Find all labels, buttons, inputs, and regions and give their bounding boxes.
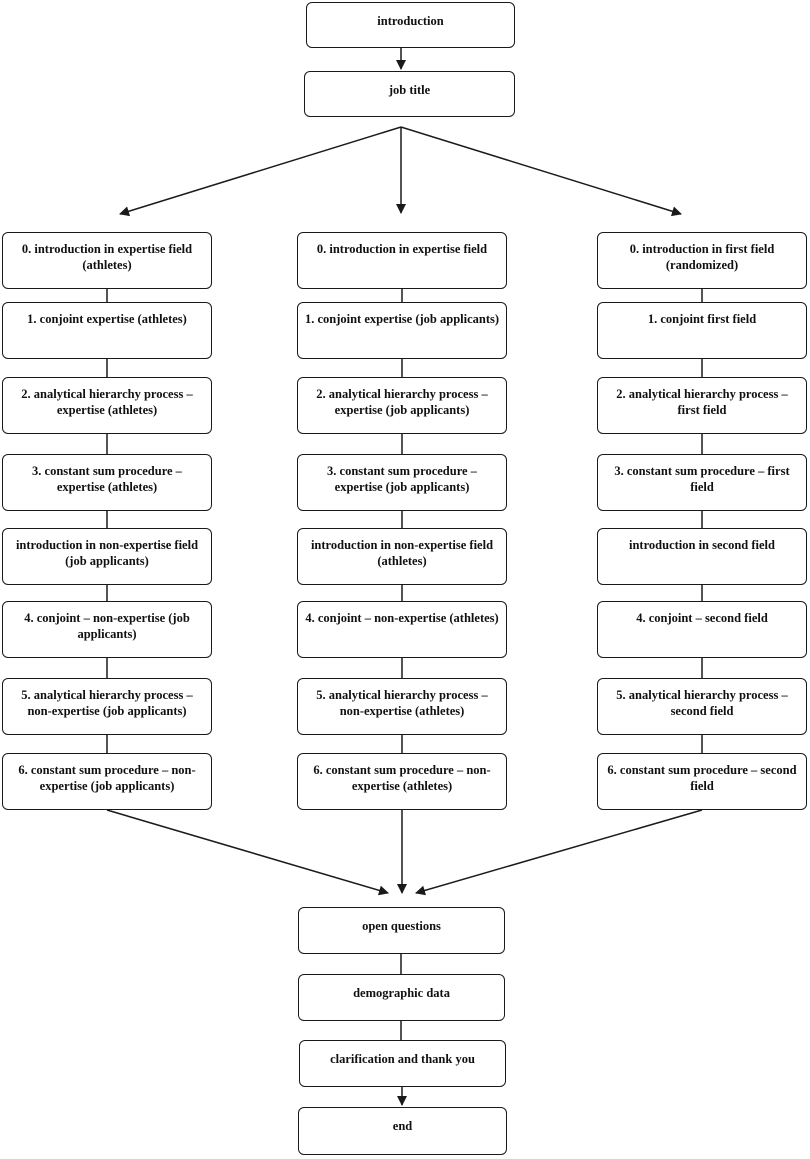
open-questions-box: open questions bbox=[298, 907, 505, 954]
col2-step-5-box: 4. conjoint – non-expertise (athletes) bbox=[297, 601, 507, 658]
col1-step-6-box: 5. analytical hierarchy process – non-ex… bbox=[2, 678, 212, 735]
clarification-box: clarification and thank you bbox=[299, 1040, 506, 1087]
col1-step-1-box: 1. conjoint expertise (athletes) bbox=[2, 302, 212, 359]
col3-step-1-box: 1. conjoint first field bbox=[597, 302, 807, 359]
col3-step-5-box: 4. conjoint – second field bbox=[597, 601, 807, 658]
arrow-25 bbox=[106, 809, 389, 896]
arrow-27 bbox=[415, 809, 703, 896]
col2-step-0-box: 0. introduction in expertise field bbox=[297, 232, 507, 289]
arrow-3 bbox=[400, 126, 682, 217]
col3-step-2-box: 2. analytical hierarchy process – first … bbox=[597, 377, 807, 434]
introduction-box: introduction bbox=[306, 2, 515, 48]
col1-step-3-box: 3. constant sum procedure – expertise (a… bbox=[2, 454, 212, 511]
col1-step-5-box: 4. conjoint – non-expertise (job applica… bbox=[2, 601, 212, 658]
col2-step-4-box: introduction in non-expertise field (ath… bbox=[297, 528, 507, 585]
col1-step-4-box: introduction in non-expertise field (job… bbox=[2, 528, 212, 585]
col1-step-7-box: 6. constant sum procedure – non- experti… bbox=[2, 753, 212, 810]
col3-step-4-box: introduction in second field bbox=[597, 528, 807, 585]
col2-step-1-box: 1. conjoint expertise (job applicants) bbox=[297, 302, 507, 359]
demographic-data-box: demographic data bbox=[298, 974, 505, 1021]
arrow-1 bbox=[119, 126, 402, 217]
col2-step-7-box: 6. constant sum procedure – non- experti… bbox=[297, 753, 507, 810]
col1-step-2-box: 2. analytical hierarchy process – expert… bbox=[2, 377, 212, 434]
end-box: end bbox=[298, 1107, 507, 1155]
col3-step-3-box: 3. constant sum procedure – first field bbox=[597, 454, 807, 511]
col2-step-3-box: 3. constant sum procedure – expertise (j… bbox=[297, 454, 507, 511]
job-title-box: job title bbox=[304, 71, 515, 117]
col2-step-2-box: 2. analytical hierarchy process – expert… bbox=[297, 377, 507, 434]
col1-step-0-box: 0. introduction in expertise field (athl… bbox=[2, 232, 212, 289]
col3-step-7-box: 6. constant sum procedure – second field bbox=[597, 753, 807, 810]
col3-step-6-box: 5. analytical hierarchy process – second… bbox=[597, 678, 807, 735]
col2-step-6-box: 5. analytical hierarchy process – non-ex… bbox=[297, 678, 507, 735]
col3-step-0-box: 0. introduction in first field (randomiz… bbox=[597, 232, 807, 289]
